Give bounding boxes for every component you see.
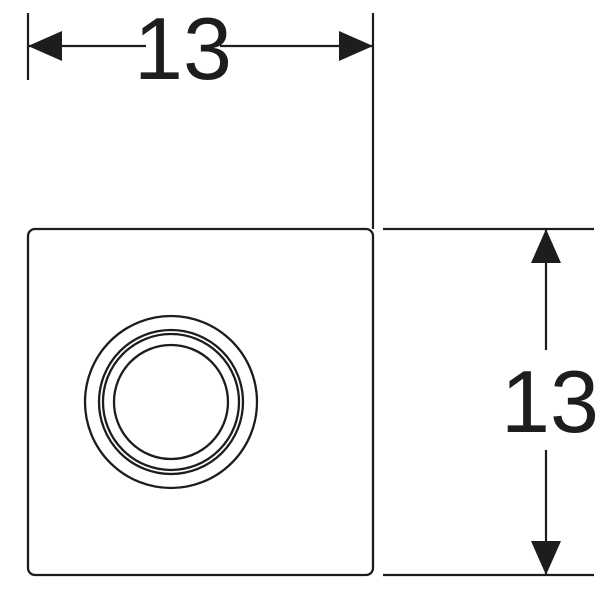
actuator-ring-bevel-inner-circle xyxy=(101,332,241,472)
width-dimension-label: 13 xyxy=(134,0,232,98)
arrow-right-icon xyxy=(339,31,373,61)
arrow-up-icon xyxy=(531,229,561,263)
arrow-left-icon xyxy=(28,31,62,61)
arrow-down-icon xyxy=(531,541,561,575)
height-dimension-label: 13 xyxy=(501,352,599,451)
actuator-ring-bevel-outer-circle xyxy=(97,328,245,476)
plate-group xyxy=(26,227,375,577)
actuator-button-circle xyxy=(112,343,230,461)
plate-outline xyxy=(26,227,375,577)
actuator-ring-outer-circle xyxy=(83,314,259,490)
